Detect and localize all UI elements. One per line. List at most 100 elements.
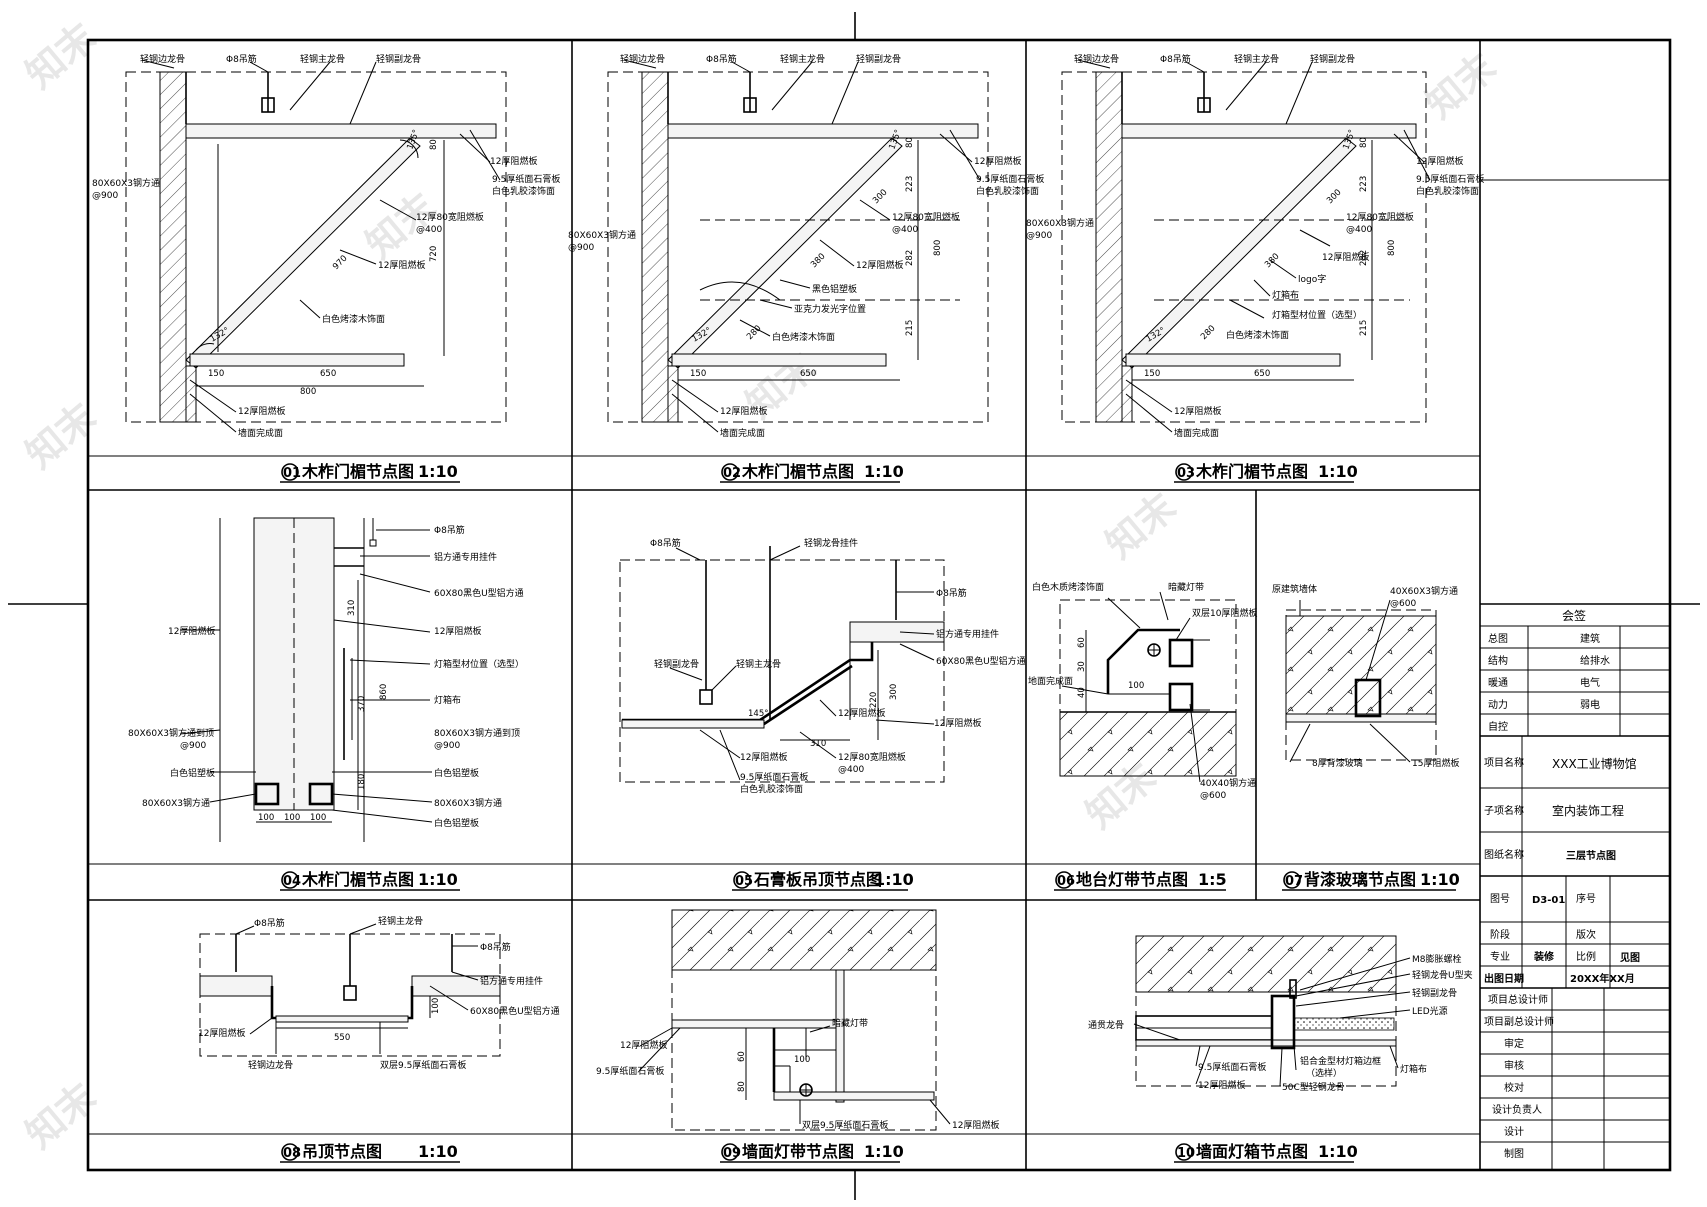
detail-title: 吊顶节点图 xyxy=(302,1142,382,1161)
label: 9.5厚纸面石膏板 xyxy=(1198,1061,1266,1073)
title-block: 会签 总图 建筑 结构 给排水 暖通 电气 动力 弱电 自控 项目名称 XXX工… xyxy=(1480,179,1670,1170)
label: @400 xyxy=(416,225,442,235)
label: 50C型轻钢龙骨 xyxy=(1282,1081,1345,1093)
label: 40X40钢方通 xyxy=(1200,777,1256,789)
dim-label: 650 xyxy=(320,369,336,379)
detail-10: M8膨胀螺栓 轻钢龙骨U型夹 轻钢副龙骨 LED光源 通贯龙骨 9.5厚纸面石膏… xyxy=(1088,935,1473,1163)
label: 80X60X3钢方通 xyxy=(92,177,160,189)
detail-09: 12厚阻燃板 9.5厚纸面石膏板 暗藏灯带 双层9.5厚纸面石膏板 12厚阻燃板… xyxy=(596,909,999,1163)
label: 60X80黑色U型铝方通 xyxy=(470,1005,560,1017)
label: 白色烤漆木饰面 xyxy=(322,313,385,325)
tb-signoff: 制图 xyxy=(1504,1147,1524,1160)
label: @600 xyxy=(1390,599,1416,609)
dim-label: 80 xyxy=(1359,137,1369,148)
tb-cell: 动力 xyxy=(1488,698,1508,711)
label: 60X80黑色U型铝方通 xyxy=(434,587,524,599)
label: @900 xyxy=(568,243,594,253)
label: Φ8吊筋 xyxy=(480,941,511,953)
label: 80X60X3钢方通 xyxy=(568,229,636,241)
dim-label: 380 xyxy=(809,252,828,271)
detail-05: Φ8吊筋 轻钢龙骨挂件 Φ8吊筋 铝方通专用挂件 60X80黑色U型铝方通 轻钢… xyxy=(619,537,1026,891)
detail-title: 地台灯带节点图 xyxy=(1076,870,1188,889)
label: 白色乳胶漆饰面 xyxy=(1416,185,1479,197)
label: logo字 xyxy=(1298,273,1326,285)
detail-number-circle xyxy=(733,871,751,889)
tb-cell: 给排水 xyxy=(1580,654,1610,667)
label: 12厚阻燃板 xyxy=(168,625,215,637)
detail-scale: 1:10 xyxy=(418,462,458,481)
date-value: 20XX年XX月 xyxy=(1570,972,1635,985)
label: 9.5厚纸面石膏板 xyxy=(596,1065,664,1077)
label: 80X60X3钢方通 xyxy=(142,797,210,809)
tb-signoff: 项目总设计师 xyxy=(1488,993,1548,1006)
tb-signoff: 设计 xyxy=(1504,1125,1524,1138)
label: 铝方通专用挂件 xyxy=(480,975,543,987)
detail-03: 轻钢边龙骨 Φ8吊筋 轻钢主龙骨 轻钢副龙骨 80X60X3钢方通 @900 1… xyxy=(1026,53,1484,483)
label: 80X60X3钢方通 xyxy=(1026,217,1094,229)
dim-label: 650 xyxy=(800,369,816,379)
scale-value: 见图 xyxy=(1620,952,1640,964)
watermark: 知末 xyxy=(18,14,105,97)
label: 白色铝塑板 xyxy=(170,767,215,779)
detail-number-circle xyxy=(281,1143,299,1161)
detail-scale: 1:5 xyxy=(1198,870,1227,889)
dim-label: 282 xyxy=(905,250,915,266)
label: 亚克力发光字位置 xyxy=(794,303,866,315)
dim-label: 100 xyxy=(1128,681,1144,691)
detail-scale: 1:10 xyxy=(1420,870,1460,889)
label: 原建筑墙体 xyxy=(1272,583,1317,595)
detail-scale: 1:10 xyxy=(864,462,904,481)
detail-title: 石膏板吊顶节点图 xyxy=(753,870,882,889)
label: 轻钢边龙骨 xyxy=(248,1059,293,1071)
label: 12厚阻燃板 xyxy=(620,1039,667,1051)
label: 60X80黑色U型铝方通 xyxy=(936,655,1026,667)
detail-number: 08 xyxy=(283,1146,301,1161)
label: 双层9.5厚纸面石膏板 xyxy=(802,1119,888,1131)
label: 墙面完成面 xyxy=(238,427,283,439)
tb-signoff: 设计负责人 xyxy=(1492,1103,1542,1116)
dim-label: 215 xyxy=(905,320,915,336)
label: 40X60X3钢方通 xyxy=(1390,585,1458,597)
label: 轻钢龙骨U型夹 xyxy=(1412,969,1473,981)
label: Φ8吊筋 xyxy=(1160,53,1191,65)
detail-number-circle xyxy=(721,463,739,481)
dim-label: 223 xyxy=(905,176,915,192)
label: 12厚阻燃板 xyxy=(974,155,1021,167)
label: 轻钢副龙骨 xyxy=(654,658,699,670)
tb-cell: 结构 xyxy=(1488,654,1508,667)
dim-label: 280 xyxy=(745,324,764,343)
label: 灯箱布 xyxy=(1400,1063,1427,1075)
label: 12厚80宽阻燃板 xyxy=(892,211,960,223)
label: 12厚阻燃板 xyxy=(238,405,285,417)
watermark: 知末 xyxy=(1418,44,1505,127)
label: 白色木质烤漆饰面 xyxy=(1032,581,1104,593)
detail-scale: 1:10 xyxy=(874,870,914,889)
tb-cell: 总图 xyxy=(1488,632,1508,645)
detail-title: 木柞门楣节点图 xyxy=(301,462,414,481)
tb-signoff: 校对 xyxy=(1504,1081,1524,1094)
label: 轻钢边龙骨 xyxy=(140,53,185,65)
detail-04: Φ8吊筋 铝方通专用挂件 60X80黑色U型铝方通 12厚阻燃板 灯箱型材位置（… xyxy=(128,517,524,891)
detail-number-circle xyxy=(1175,1143,1193,1161)
label: 灯箱型材位置（选型） xyxy=(1272,309,1362,321)
sheet-frame xyxy=(8,12,1700,1200)
label: @900 xyxy=(1026,231,1052,241)
dim-label: 100 xyxy=(284,813,300,823)
label: 铝合金型材灯箱边框 xyxy=(1300,1055,1381,1067)
sub-project: 室内装饰工程 xyxy=(1552,803,1624,818)
label: Φ8吊筋 xyxy=(706,53,737,65)
label: 通贯龙骨 xyxy=(1088,1019,1124,1031)
label: 12厚80宽阻燃板 xyxy=(838,751,906,763)
label: 12厚阻燃板 xyxy=(378,259,425,271)
tb-signoff: 项目副总设计师 xyxy=(1484,1015,1554,1028)
label: 9.5厚纸面石膏板 xyxy=(492,173,560,185)
dim-label: 30 xyxy=(1077,661,1087,672)
tb-label: 序号 xyxy=(1576,892,1596,905)
dim-label: 380 xyxy=(1263,252,1282,271)
label: @900 xyxy=(180,741,206,751)
label: 双层10厚阻燃板 xyxy=(1192,607,1257,619)
label: LED光源 xyxy=(1412,1005,1448,1017)
tb-cell: 自控 xyxy=(1488,720,1508,733)
dim-label: 80 xyxy=(429,139,439,150)
